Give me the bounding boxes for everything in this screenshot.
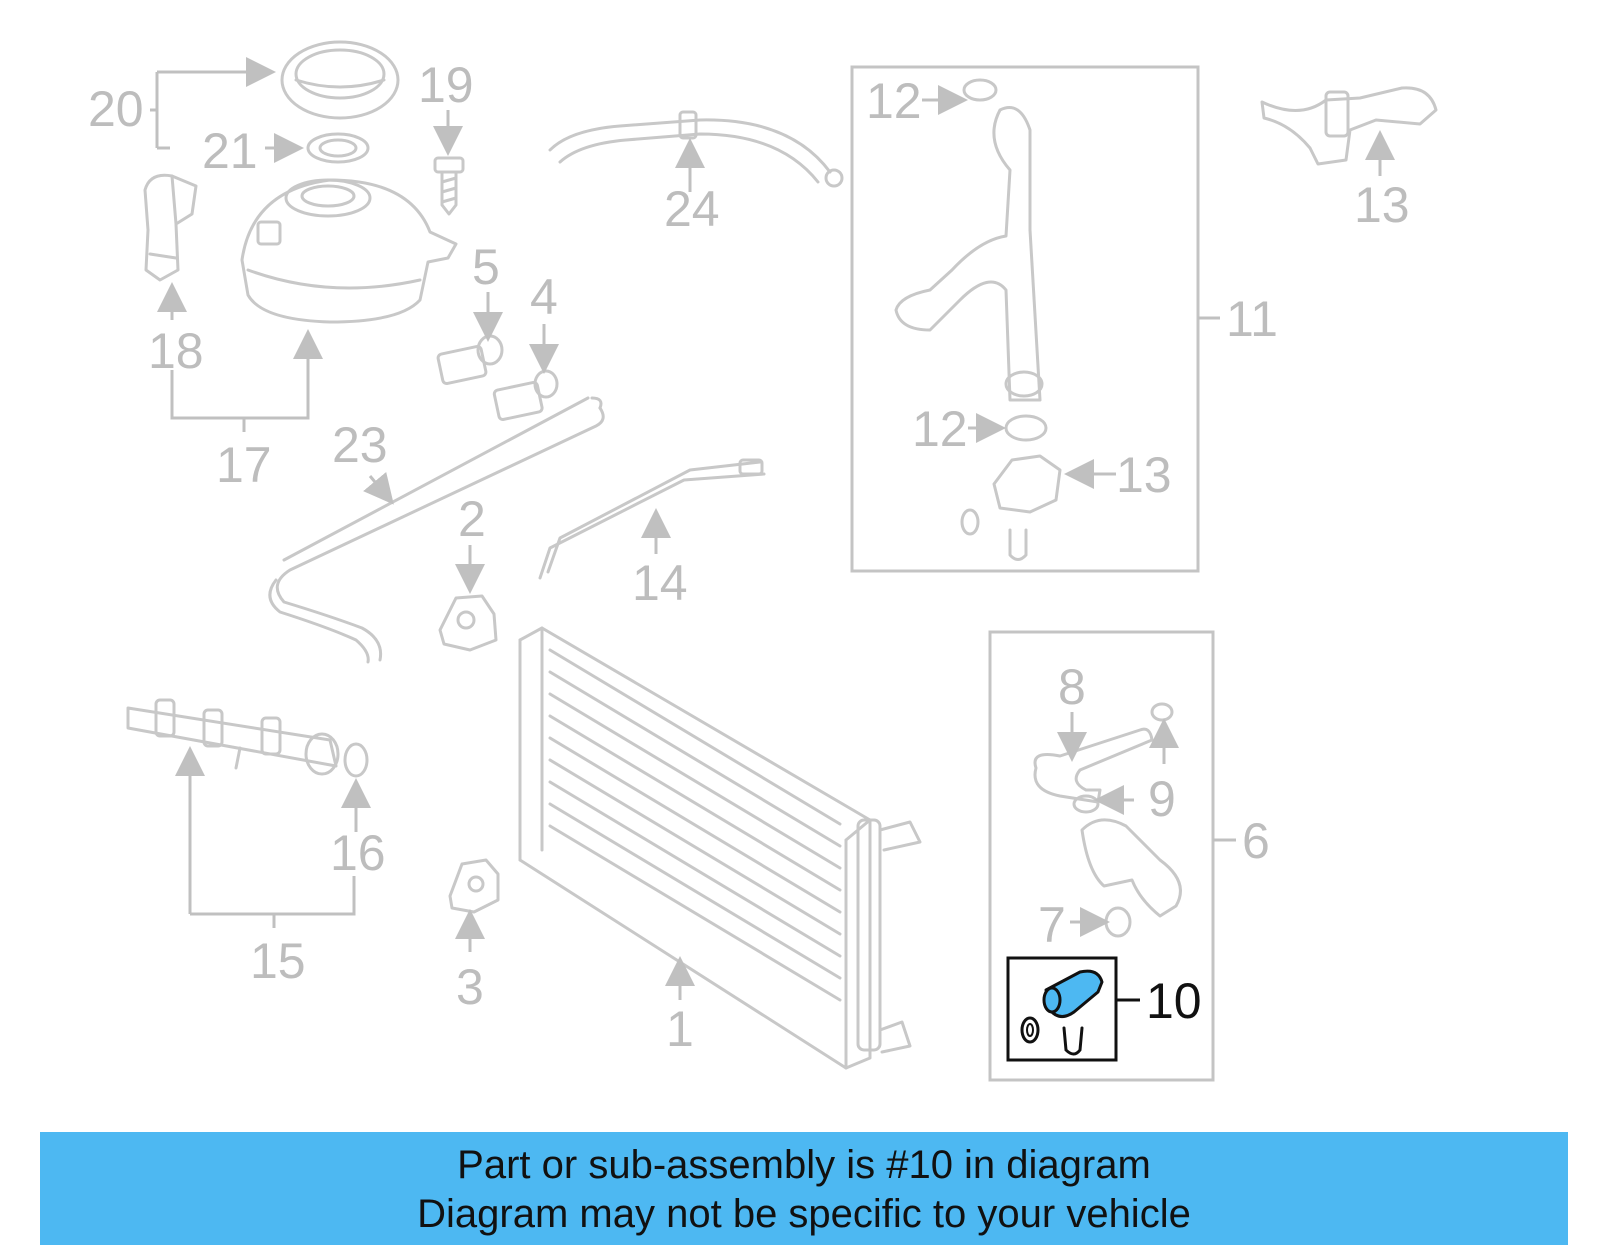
hose-clamp-12-part — [1004, 414, 1048, 442]
coolant-pipe-16-part — [126, 698, 340, 776]
callout-3: 3 — [456, 959, 484, 1015]
coolant-pipe-14-part — [538, 458, 766, 580]
callout-8: 8 — [1058, 659, 1086, 715]
temperature-sensor-4-part — [492, 369, 559, 421]
radiator-mount-lower-part — [448, 858, 500, 914]
coolant-pipe-23-part — [268, 396, 605, 664]
callout-17: 16 — [330, 825, 386, 881]
callout-11: 11 — [1226, 291, 1278, 347]
callout-4: 4 — [530, 269, 558, 325]
expansion-tank-part — [240, 178, 458, 324]
coolant-flange-10-part[interactable] — [1020, 969, 1104, 1056]
callout-19: 18 — [148, 323, 204, 379]
coolant-hose-24-part — [548, 110, 844, 188]
callout-16: 15 — [250, 933, 306, 989]
callout-20: 19 — [418, 57, 474, 113]
callout-2: 2 — [458, 491, 486, 547]
coolant-flange-13-part — [960, 454, 1062, 561]
caption-line-2: Diagram may not be specific to your vehi… — [417, 1192, 1191, 1236]
callout-14: 14 — [632, 555, 688, 611]
callout-5: 5 — [472, 239, 500, 295]
assembly-box-6 — [988, 630, 1215, 1082]
callout-12b: 12 — [912, 401, 968, 457]
screw-part — [433, 156, 465, 216]
callout-21: 20 — [88, 81, 144, 137]
caption-line-1: Part or sub-assembly is #10 in diagram — [457, 1143, 1151, 1187]
callout-13: 13 — [1116, 447, 1172, 503]
temperature-sensor-5-part — [436, 334, 504, 386]
callout-23: 23 — [332, 417, 388, 473]
reservoir-cap-part — [280, 40, 400, 120]
callout-22: 21 — [202, 123, 258, 179]
coolant-hose-7-part — [1080, 818, 1182, 938]
coolant-hose-8-part — [1033, 727, 1154, 804]
coolant-connector-15-part — [1260, 86, 1438, 166]
callout-18: 17 — [216, 437, 272, 493]
callout-24: 24 — [664, 181, 720, 237]
o-ring-17-part — [343, 742, 369, 778]
callout-15: 13 — [1354, 177, 1410, 233]
radiator-part — [518, 626, 922, 1070]
callout-6: 6 — [1242, 813, 1270, 869]
highlight-box-10 — [1006, 956, 1118, 1062]
callout-9: 9 — [1148, 771, 1176, 827]
callout-10: 10 — [1146, 973, 1202, 1029]
caption-banner: Part or sub-assembly is #10 in diagram D… — [40, 1132, 1568, 1245]
coolant-hose-bracket-part — [143, 173, 198, 282]
cap-seal-part — [306, 132, 370, 164]
callout-12a: 12 — [866, 73, 922, 129]
radiator-mount-upper-part — [438, 594, 498, 652]
callout-1: 1 — [666, 1001, 694, 1057]
callout-7: 7 — [1038, 897, 1066, 953]
